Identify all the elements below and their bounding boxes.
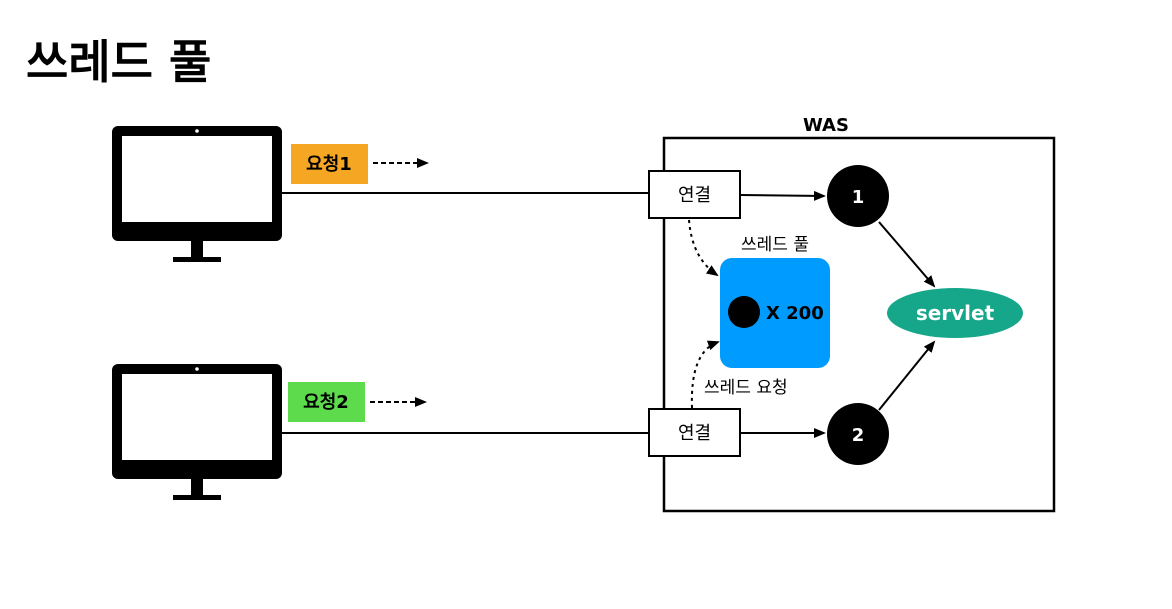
was-label: WAS <box>803 115 849 136</box>
request-2-badge <box>288 382 365 422</box>
thread-1-label: 1 <box>852 187 865 208</box>
connection-box-2-label: 연결 <box>678 423 711 444</box>
page-title: 쓰레드 풀 <box>26 35 211 89</box>
request-1-label: 요청1 <box>306 154 352 175</box>
connection-box-1-label: 연결 <box>678 185 711 206</box>
thread-pool-count: X 200 <box>766 303 824 324</box>
client-1-monitor-icon <box>112 126 282 262</box>
request-2-label: 요청2 <box>303 392 349 413</box>
arrow-thread-2-to-servlet <box>878 340 936 411</box>
request-1-badge <box>291 144 368 184</box>
thread-1-circle <box>827 165 889 227</box>
thread-pool-request-arrow-2 <box>690 340 720 409</box>
thread-pool-label: 쓰레드 풀 <box>741 235 809 255</box>
connection-box-2 <box>648 408 741 457</box>
thread-pool-request-arrow-1 <box>688 219 719 277</box>
client-2-monitor-icon <box>112 364 282 500</box>
connection-box-1 <box>648 170 741 219</box>
thread-request-label: 쓰레드 요청 <box>704 378 788 398</box>
thread-2-circle <box>827 403 889 465</box>
arrow-thread-1-to-servlet <box>878 221 936 288</box>
thread-pool-box <box>720 258 830 368</box>
servlet-label: servlet <box>916 301 995 325</box>
thread-icon <box>728 296 760 328</box>
was-box <box>662 136 1056 513</box>
servlet-ellipse <box>887 288 1023 338</box>
thread-2-label: 2 <box>852 425 865 446</box>
arrow-to-thread-1 <box>739 190 826 201</box>
